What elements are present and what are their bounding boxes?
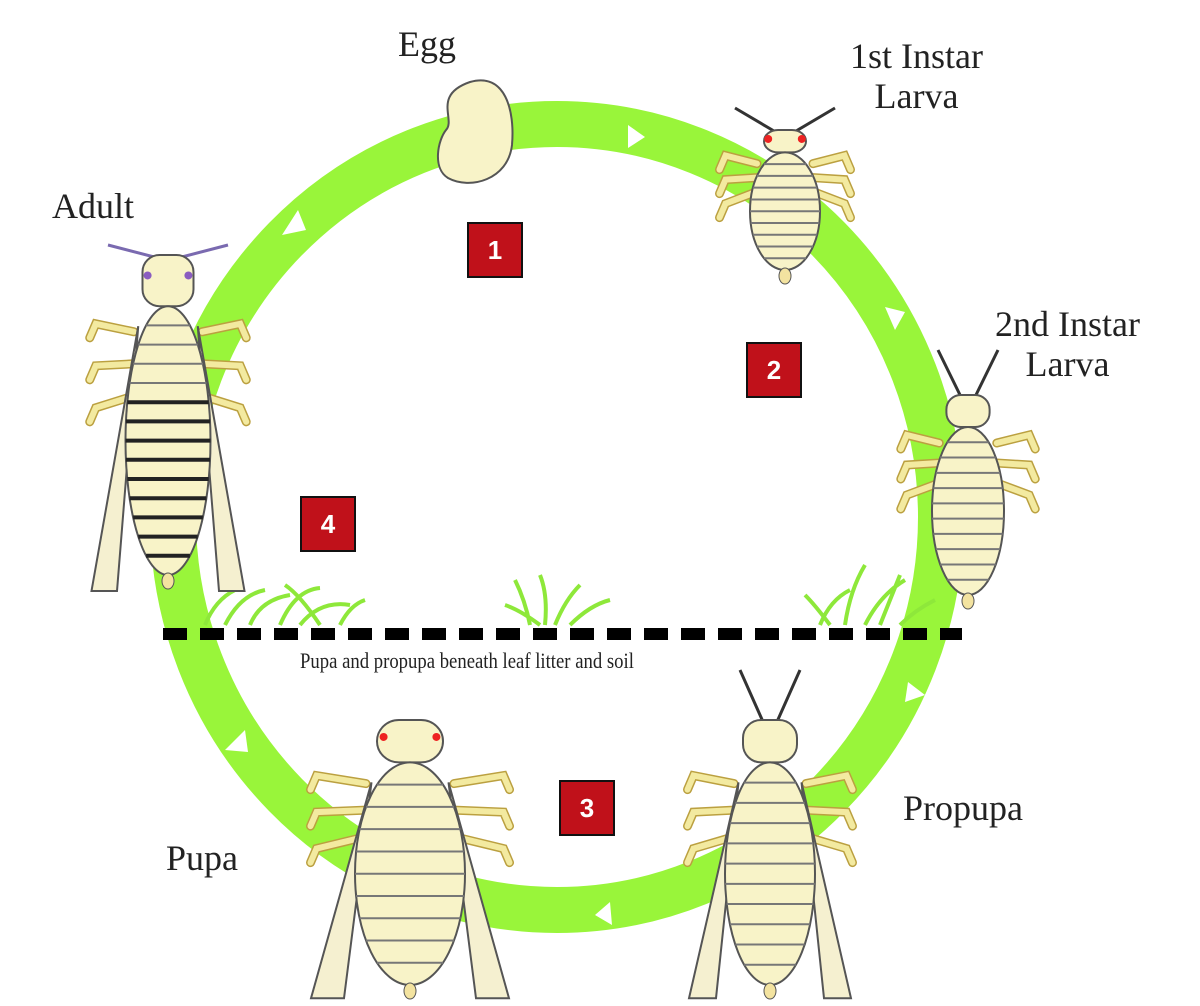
- step-badge-3: 3: [559, 780, 615, 836]
- first-instar-larva: [715, 106, 855, 285]
- label-pupa: Pupa: [166, 838, 238, 878]
- label-egg: Egg: [398, 24, 456, 64]
- arrow-icon: [905, 682, 925, 702]
- label-adult: Adult: [52, 186, 135, 226]
- adult-thrips: [85, 243, 251, 592]
- step-badge-2: 2: [746, 342, 802, 398]
- second-instar-larva: [896, 349, 1040, 610]
- cycle-ring: [150, 101, 964, 933]
- grass: [203, 563, 936, 627]
- pupa: [306, 719, 514, 1000]
- step-badge-4: 4: [300, 496, 356, 552]
- arrow-icon: [282, 210, 306, 235]
- arrow-icon: [885, 307, 905, 330]
- label-2nd-instar-larva: 2nd Instar Larva: [995, 304, 1140, 384]
- arrow-icon: [225, 730, 248, 752]
- propupa: [683, 669, 857, 1000]
- soil-note: Pupa and propupa beneath leaf litter and…: [300, 648, 634, 673]
- step-badge-1: 1: [467, 222, 523, 278]
- label-1st-instar-larva: 1st Instar Larva: [850, 36, 983, 116]
- egg-illustration: [437, 79, 514, 184]
- label-propupa: Propupa: [903, 788, 1023, 828]
- cycle-arrows: [225, 125, 925, 925]
- arrow-icon: [628, 125, 645, 148]
- arrow-icon: [595, 902, 612, 925]
